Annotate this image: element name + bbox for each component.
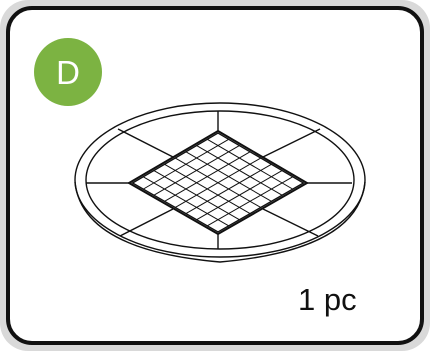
grid-line [185, 151, 272, 202]
mat-spoke-8 [262, 208, 319, 237]
mat-center-grid [127, 129, 309, 236]
mat-spokes [86, 111, 352, 249]
mat-outer-rim [74, 102, 366, 258]
grid-outline [127, 129, 309, 236]
grid-inner-outline [131, 132, 305, 233]
mat-spoke-6 [262, 128, 321, 158]
grid-line [175, 157, 261, 208]
mat-spoke-5 [117, 128, 174, 158]
grid-line [185, 163, 272, 215]
mat-spoke-7 [119, 208, 174, 237]
mat-edge [74, 181, 366, 263]
part-letter: D [56, 53, 80, 91]
grid-line [207, 138, 294, 190]
quantity-label: 1 pc [298, 282, 357, 317]
part-letter-badge: D [34, 38, 102, 106]
mat-inner-rim [85, 110, 355, 250]
grid-line [196, 145, 283, 196]
grid-line [207, 176, 294, 227]
grid-line [196, 170, 283, 221]
